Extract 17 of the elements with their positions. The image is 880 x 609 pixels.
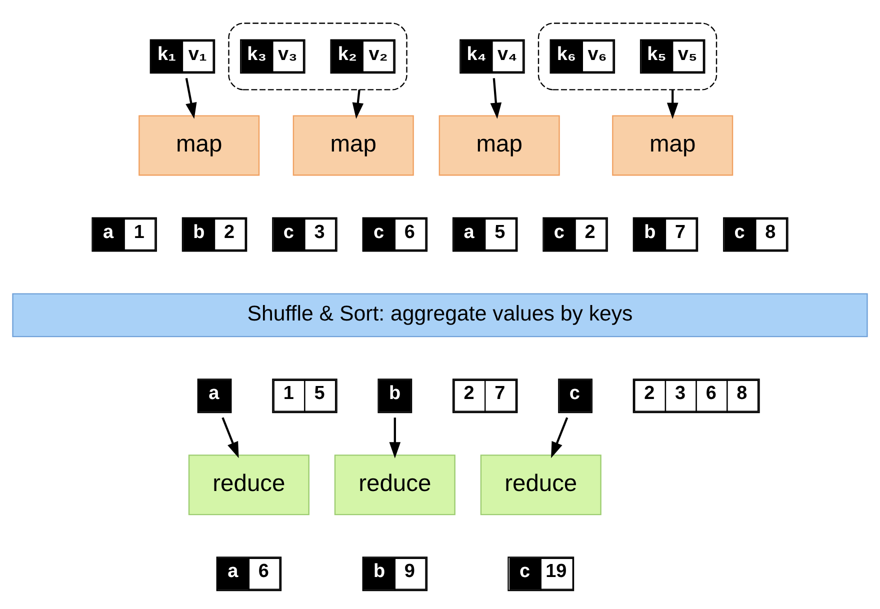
cluster (538, 22, 718, 90)
arrow (352, 90, 364, 119)
arrow (666, 90, 678, 119)
arrow (551, 417, 568, 458)
node-box: Shuffle & Sort: aggregate values by keys (12, 293, 868, 338)
node-box: reduce (188, 454, 310, 516)
arrow (185, 78, 197, 119)
node-box: map (612, 115, 734, 176)
arrow (490, 78, 502, 119)
node-box: map (292, 115, 414, 176)
cluster (228, 22, 408, 90)
arrow (222, 417, 239, 458)
node-box: map (138, 115, 260, 176)
node-box: reduce (480, 454, 602, 516)
node-box: reduce (334, 454, 456, 516)
node-box: map (438, 115, 560, 176)
arrow (389, 418, 401, 458)
